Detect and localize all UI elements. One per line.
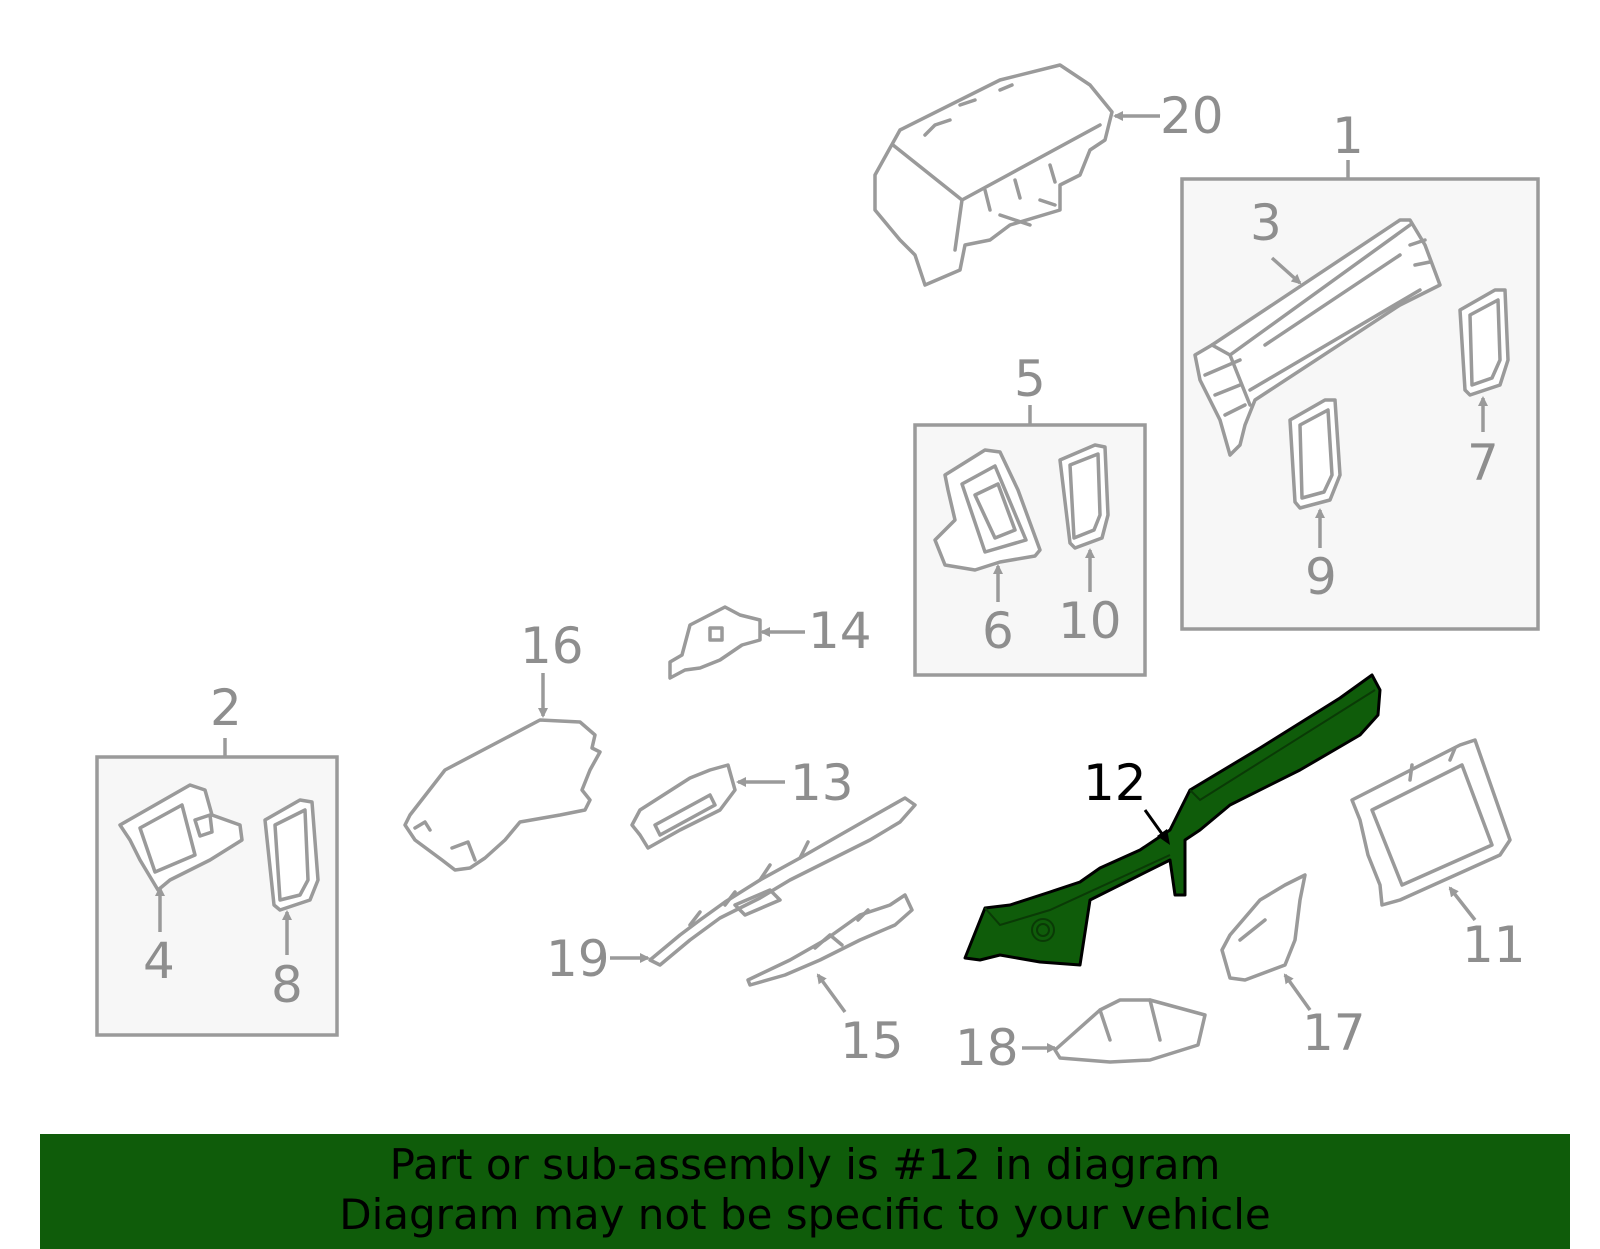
callout-18[interactable]: 18 <box>955 1019 1019 1077</box>
callout-20[interactable]: 20 <box>1160 87 1224 145</box>
part-3-dash-trim[interactable] <box>1193 218 1442 457</box>
part-10-trim-piece[interactable] <box>1058 443 1110 550</box>
part-4-switch-bezel[interactable] <box>118 783 244 892</box>
leader-15 <box>816 973 847 1014</box>
part-13-switch-panel[interactable] <box>630 763 737 850</box>
info-banner: Part or sub-assembly is #12 in diagram D… <box>40 1134 1570 1249</box>
part-17-side-trim[interactable] <box>1220 873 1307 982</box>
part-7-trim-piece[interactable] <box>1458 288 1510 397</box>
callout-15[interactable]: 15 <box>840 1012 904 1070</box>
callout-17[interactable]: 17 <box>1302 1004 1366 1062</box>
part-16-cluster-bezel[interactable] <box>403 718 602 872</box>
callout-14[interactable]: 14 <box>808 602 872 660</box>
leader-3 <box>1270 256 1302 285</box>
callout-11[interactable]: 11 <box>1462 916 1526 974</box>
callout-1[interactable]: 1 <box>1332 107 1364 165</box>
part-12-knee-bolster[interactable] <box>963 673 1382 967</box>
callout-5[interactable]: 5 <box>1014 350 1046 408</box>
part-9-trim-piece[interactable] <box>1288 398 1342 510</box>
part-15-bracket[interactable] <box>746 893 914 987</box>
callout-8[interactable]: 8 <box>271 956 303 1014</box>
part-11-display-bezel[interactable] <box>1350 738 1512 907</box>
callout-3[interactable]: 3 <box>1250 194 1282 252</box>
callout-4[interactable]: 4 <box>143 932 175 990</box>
callout-6[interactable]: 6 <box>982 602 1014 660</box>
leader-11 <box>1448 886 1477 922</box>
leader-12-arrowhead <box>1157 829 1170 845</box>
part-19-lower-trim[interactable] <box>648 796 917 967</box>
callout-19[interactable]: 19 <box>546 930 610 988</box>
banner-line-2: Diagram may not be specific to your vehi… <box>339 1190 1271 1239</box>
leader-17 <box>1283 973 1312 1012</box>
callout-9[interactable]: 9 <box>1305 548 1337 606</box>
callout-13[interactable]: 13 <box>790 754 854 812</box>
part-20-airbag[interactable] <box>873 63 1114 287</box>
callout-10[interactable]: 10 <box>1058 592 1122 650</box>
callout-12[interactable]: 12 <box>1083 754 1147 812</box>
callout-2[interactable]: 2 <box>210 679 242 737</box>
part-14-bracket[interactable] <box>668 605 762 680</box>
part-6-vent[interactable] <box>933 448 1042 572</box>
callout-7[interactable]: 7 <box>1467 434 1499 492</box>
banner-line-1: Part or sub-assembly is #12 in diagram <box>389 1140 1221 1189</box>
part-18-lower-cover[interactable] <box>1053 998 1207 1064</box>
part-8-trim-piece[interactable] <box>263 798 320 912</box>
callout-16[interactable]: 16 <box>520 617 584 675</box>
